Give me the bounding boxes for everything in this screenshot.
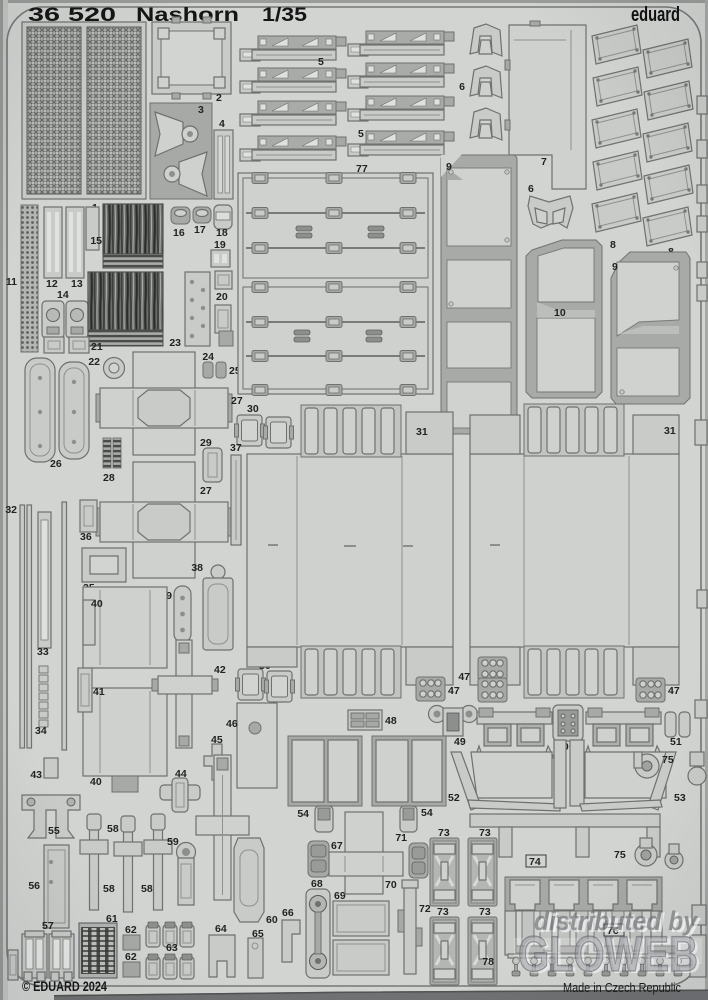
svg-text:distributed by: distributed by xyxy=(534,906,699,936)
svg-text:distributed by: distributed by xyxy=(537,908,702,938)
svg-text:GLOWEB: GLOWEB xyxy=(518,926,698,982)
svg-text:GLOWEB: GLOWEB xyxy=(521,928,701,984)
